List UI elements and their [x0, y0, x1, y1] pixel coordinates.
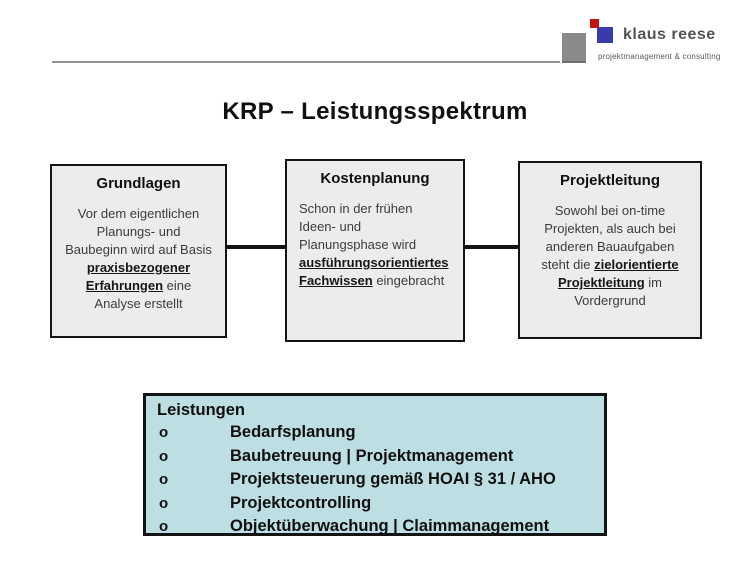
service-item: o Projektcontrolling — [146, 492, 604, 516]
bullet-icon: o — [159, 518, 169, 535]
emphasized-text: ausführungsorientiertes Fachwissen — [299, 254, 449, 288]
process-box-body: Sowohl bei on-time Projekten, als auch b… — [541, 203, 679, 308]
logo-gray-square-icon — [562, 33, 586, 63]
service-label: Projektsteuerung gemäß HOAI § 31 / AHO — [230, 470, 556, 488]
service-item: o Bedarfsplanung — [146, 421, 604, 445]
bullet-icon: o — [159, 494, 169, 512]
service-label: Bedarfsplanung — [230, 423, 356, 441]
logo-tagline: projektmanagement & consulting — [598, 52, 721, 61]
logo-blue-square-icon — [597, 27, 613, 43]
logo-brand-text: klaus reese — [623, 26, 716, 43]
emphasized-text: praxisbezogener Erfahrungen — [85, 259, 191, 293]
service-label: Projektcontrolling — [230, 493, 372, 512]
process-box-projektleitung: Projektleitung Sowohl bei on-time Projek… — [518, 161, 702, 339]
page-title: KRP – Leistungsspektrum — [222, 98, 528, 125]
process-box-kostenplanung: Kostenplanung Schon in der frühen Ideen-… — [285, 159, 465, 342]
logo-red-square-icon — [590, 19, 599, 28]
service-item: o Projektsteuerung gemäß HOAI § 31 / AHO — [146, 468, 604, 492]
bullet-icon: o — [159, 424, 169, 441]
service-label: Baubetreuung | Projektmanagement — [230, 446, 514, 465]
process-box-title: Grundlagen — [96, 175, 181, 192]
process-box-body: Schon in der frühen Ideen- und Planungsp… — [299, 201, 449, 288]
bullet-icon: o — [159, 471, 169, 488]
service-item: o Baubetreuung | Projektmanagement — [146, 445, 604, 469]
bullet-icon: o — [159, 447, 169, 465]
process-box-body: Vor dem eigentlichen Planungs- und Baube… — [65, 206, 212, 311]
process-box-title: Projektleitung — [559, 172, 660, 189]
process-box-grundlagen: Grundlagen Vor dem eigentlichen Planungs… — [50, 164, 227, 338]
header-divider — [52, 61, 560, 63]
service-item: o Objektüberwachung | Claimmanagement — [146, 515, 604, 539]
emphasized-text: zielorientierte Projektleitung — [557, 256, 679, 290]
services-title: Leistungen — [157, 401, 246, 419]
services-panel: Leistungen o Bedarfsplanung o Baubetreuu… — [143, 393, 607, 536]
connector-line-right — [463, 245, 520, 249]
services-list: o Bedarfsplanung o Baubetreuung | Projek… — [146, 421, 604, 539]
process-box-title: Kostenplanung — [320, 170, 430, 187]
company-logo: klaus reese projektmanagement & consulti… — [560, 14, 740, 64]
service-label: Objektüberwachung | Claimmanagement — [230, 517, 550, 535]
connector-line-left — [227, 245, 287, 249]
